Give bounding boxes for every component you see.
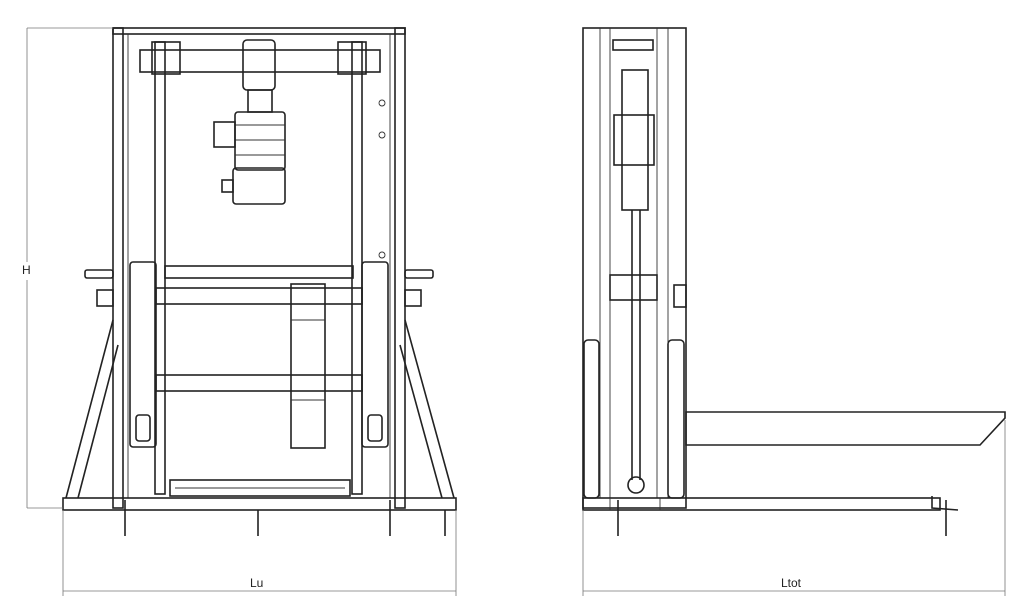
- upper-crossbar: [155, 287, 363, 305]
- column: [582, 27, 687, 509]
- front-width-label: Lu: [250, 576, 264, 590]
- right-post-outer: [394, 27, 406, 509]
- top-beam: [112, 27, 406, 35]
- front-base: [62, 497, 457, 511]
- left-post-outer: [112, 27, 124, 509]
- dimension-lines: [26, 27, 1006, 596]
- side-motor: [621, 69, 649, 211]
- leveling-feet: [124, 500, 446, 536]
- fork: [685, 411, 1006, 446]
- left-brace: [65, 319, 114, 499]
- front-view: [62, 27, 457, 536]
- motor: [213, 39, 286, 205]
- center-chain-housing: [290, 283, 326, 449]
- left-carriage: [129, 261, 157, 448]
- total-length-label: Ltot: [781, 576, 802, 590]
- height-label: H: [22, 263, 31, 277]
- right-brace: [404, 319, 455, 499]
- side-base: [582, 497, 941, 511]
- top-crossbar: [139, 49, 381, 73]
- right-carriage: [361, 261, 389, 448]
- lower-crossbar: [155, 374, 363, 392]
- side-view: [582, 27, 1006, 536]
